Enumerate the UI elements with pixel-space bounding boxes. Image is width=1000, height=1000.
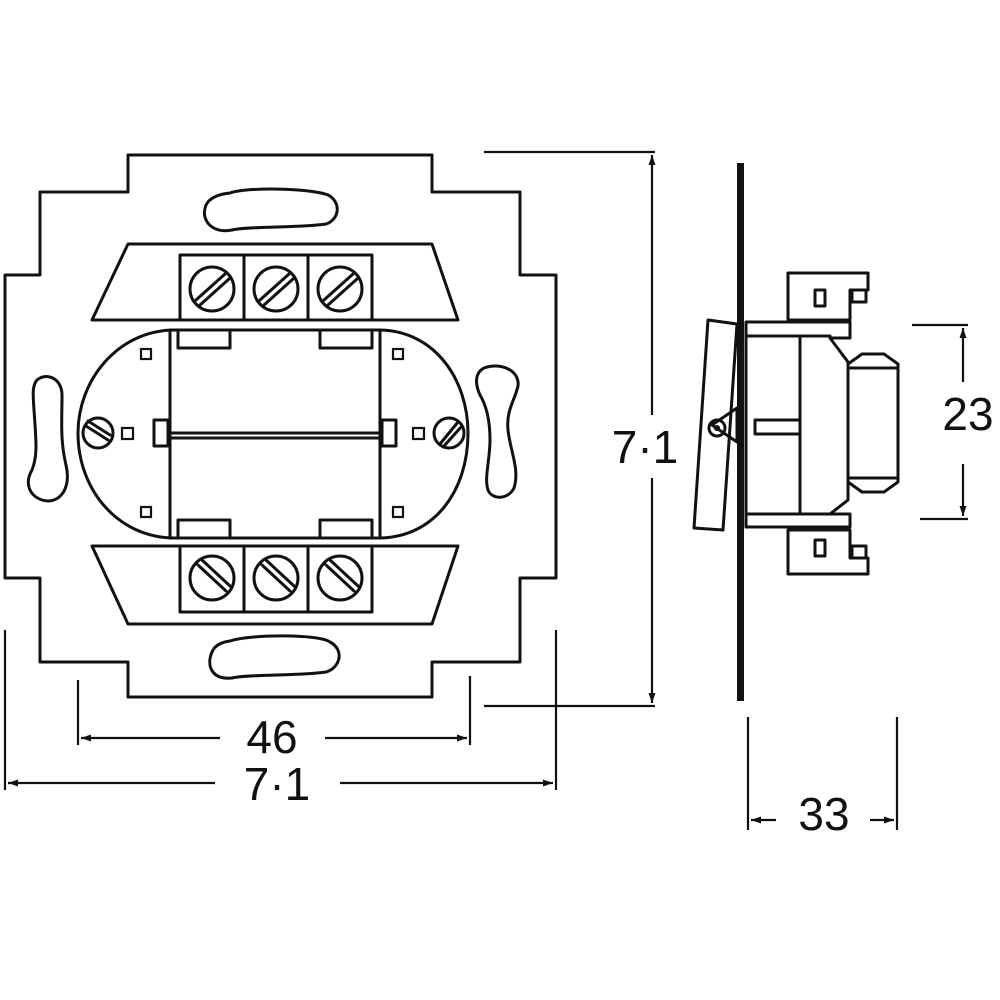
marker-square [139,347,153,361]
top-terminal-block [90,242,460,322]
terminal-screw-top-2 [252,265,300,313]
top-fixing-slot [203,187,339,233]
left-fixing-slot [26,375,69,503]
terminal-screw-bottom-2 [252,554,300,602]
side-view [692,163,900,701]
bottom-terminal-housing [178,544,374,614]
mounting-plate-edge [737,163,744,701]
marker-square [411,426,426,441]
dimension-terminal-spacing: 46 [246,711,297,763]
marker-square [391,505,405,519]
terminal-screw-top-1 [188,265,236,313]
dimension-lines [3,150,968,830]
pivot-pin [707,418,727,438]
marker-square [139,505,153,519]
mechanism-body-side [744,320,852,529]
bottom-fixing-slot [208,634,341,680]
dimension-overall-width: 7·1 [244,758,310,810]
dimension-mechanism-height: 23 [942,388,993,440]
terminal-screw-top-3 [316,265,364,313]
mounting-plate-outline [3,153,558,699]
fixing-screw-right [432,416,466,450]
top-terminal-housing [178,253,374,322]
rocker-lever [692,318,739,532]
right-fixing-slot [475,364,520,499]
marker-square [391,347,405,361]
lower-clip [786,528,870,576]
dimension-overall-height: 7·1 [612,421,678,473]
upper-clip [786,271,870,322]
terminal-screw-bottom-1 [188,554,236,602]
fixing-screw-left [81,416,115,450]
contact-block [846,352,900,494]
marker-square [120,426,135,441]
terminal-screw-bottom-3 [316,554,364,602]
front-view [3,153,558,699]
dimension-depth: 33 [798,788,849,840]
